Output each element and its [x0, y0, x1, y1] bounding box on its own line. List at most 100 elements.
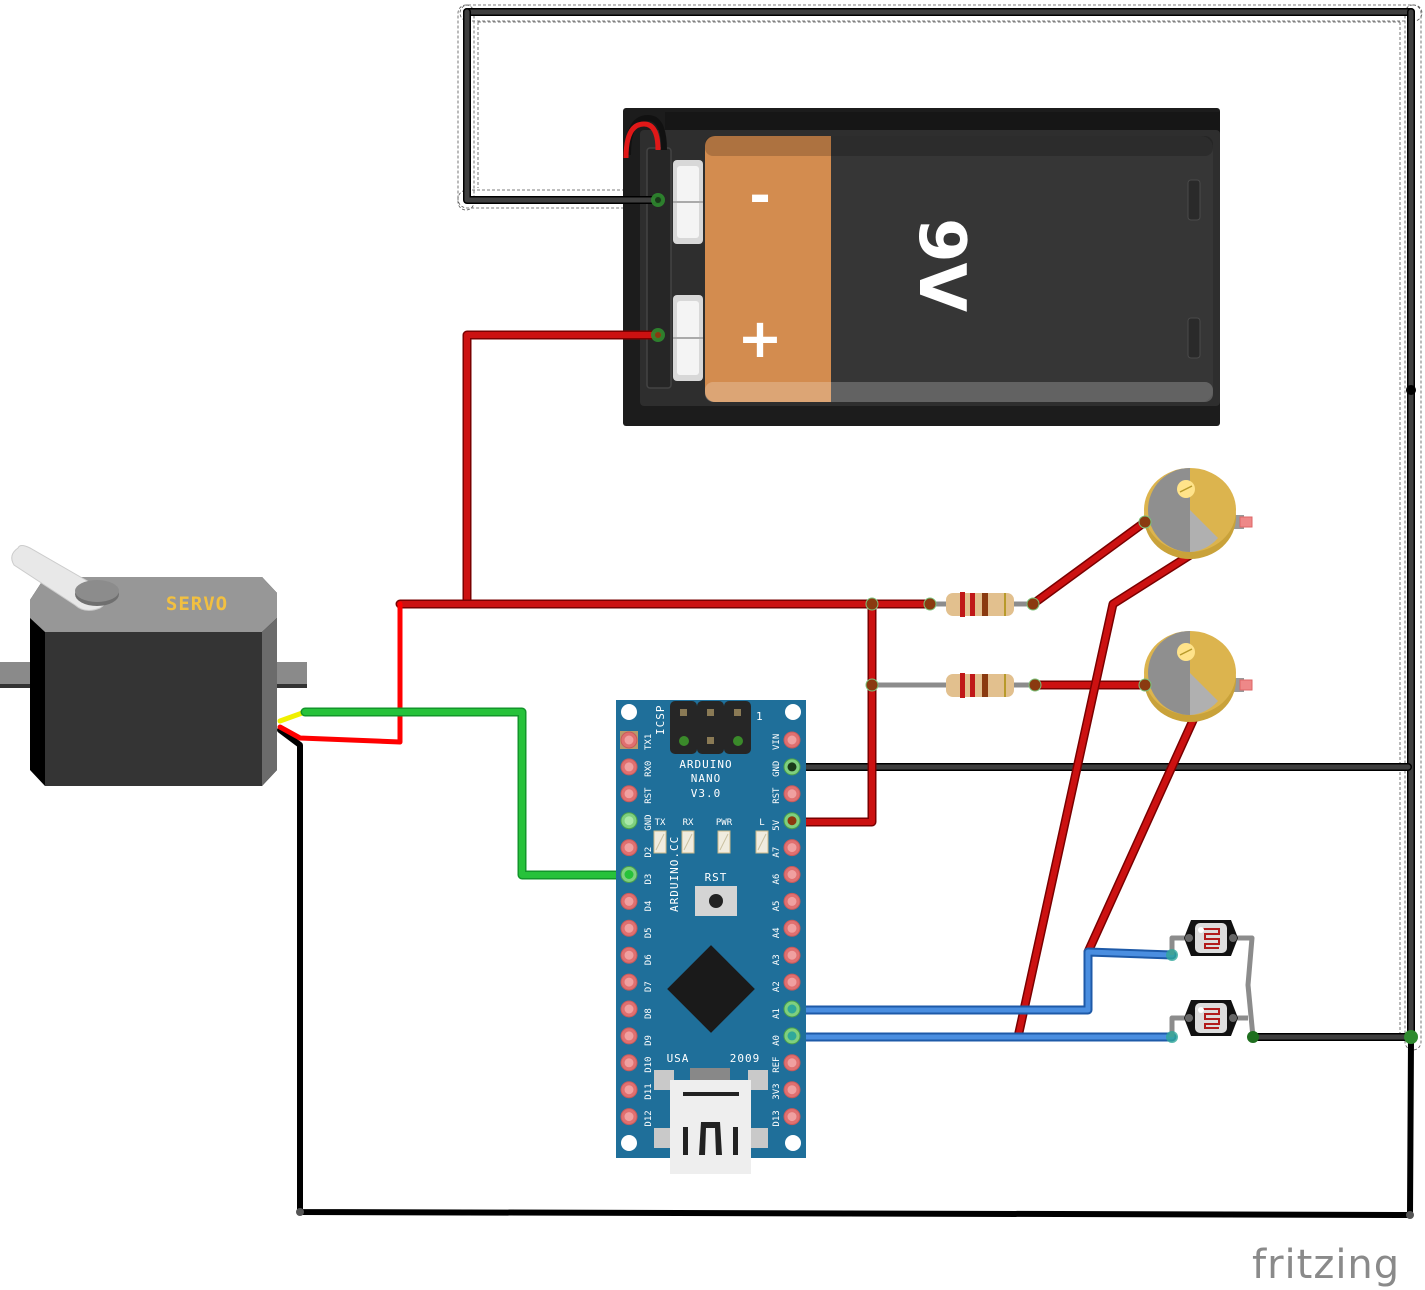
- pin-label: 5V: [772, 819, 782, 830]
- pin-rst[interactable]: RST: [772, 785, 801, 804]
- pin-a1[interactable]: A1: [772, 1000, 801, 1019]
- led-label: PWR: [716, 818, 733, 828]
- pin-a5[interactable]: A5: [772, 892, 801, 911]
- pin-d3[interactable]: D3: [620, 866, 654, 885]
- pin-a7[interactable]: A7: [772, 839, 801, 858]
- led-label: RX: [683, 818, 694, 828]
- pin-a6[interactable]: A6: [772, 866, 801, 885]
- analog-wires[interactable]: [785, 947, 1177, 1042]
- selection-outline: [457, 4, 1423, 1051]
- microcontroller-chip: [667, 945, 755, 1033]
- pin-d7[interactable]: D7: [620, 973, 654, 992]
- pin-d8[interactable]: D8: [620, 1000, 654, 1019]
- status-leds: TX RX PWR L: [653, 818, 769, 854]
- usb-connector: [654, 1068, 768, 1174]
- power-wires[interactable]: [277, 330, 1200, 1042]
- pin-d12[interactable]: D12: [620, 1108, 654, 1127]
- pin-label: RX0: [644, 761, 654, 777]
- pin-label: D4: [644, 901, 654, 912]
- potentiometer-2[interactable]: [1144, 631, 1253, 722]
- pin-label: D6: [644, 954, 654, 965]
- pin-label: D5: [644, 927, 654, 938]
- led-label: L: [759, 818, 764, 828]
- board-site-label: ARDUINO.CC: [668, 836, 681, 912]
- board-name-line1: ARDUINO: [679, 758, 732, 771]
- pin-label: RST: [644, 787, 654, 804]
- pin-label: A2: [772, 981, 782, 992]
- battery-9v[interactable]: - + 9V: [623, 108, 1220, 426]
- pin-vin[interactable]: VIN: [772, 731, 801, 750]
- board-year-label: 2009: [730, 1052, 761, 1065]
- pin-d4[interactable]: D4: [620, 892, 654, 912]
- pin-gnd[interactable]: GND: [620, 812, 654, 831]
- pin-gnd[interactable]: GND: [772, 758, 801, 777]
- connection-points: [651, 193, 1418, 1044]
- pin-a3[interactable]: A3: [772, 946, 801, 965]
- photoresistor-1[interactable]: [1184, 920, 1238, 956]
- pin-d2[interactable]: D2: [620, 839, 654, 858]
- photoresistor-2[interactable]: [1184, 1000, 1238, 1036]
- pin-d13[interactable]: D13: [772, 1108, 801, 1127]
- led-pwr: PWR: [716, 818, 733, 854]
- pin-label: D8: [644, 1008, 654, 1019]
- pin-label: D10: [644, 1057, 654, 1073]
- pin-ref[interactable]: REF: [772, 1054, 801, 1073]
- led-label: TX: [655, 818, 666, 828]
- battery-terminal-negative: [673, 160, 703, 244]
- resistor-1[interactable]: [930, 592, 1033, 617]
- pin-rst[interactable]: RST: [620, 785, 654, 804]
- battery-plus-label: +: [737, 307, 782, 370]
- ground-wires[interactable]: [277, 8, 1416, 1219]
- pin-5v[interactable]: 5V: [772, 812, 801, 831]
- pin-label: 3V3: [772, 1083, 782, 1099]
- icsp-pin1-label: 1: [756, 710, 764, 723]
- pin-label: TX1: [644, 734, 654, 750]
- servo-label: SERVO: [166, 593, 228, 615]
- pin-rx0[interactable]: RX0: [620, 758, 654, 777]
- pin-label: GND: [644, 814, 654, 830]
- pin-label: D13: [772, 1110, 782, 1126]
- pin-label: D2: [644, 847, 654, 858]
- pin-3v3[interactable]: 3V3: [772, 1081, 801, 1100]
- pin-label: D11: [644, 1083, 654, 1099]
- pin-a4[interactable]: A4: [772, 919, 801, 938]
- pin-label: A4: [772, 927, 782, 938]
- pin-d6[interactable]: D6: [620, 946, 654, 965]
- pin-label: A0: [772, 1035, 782, 1046]
- pin-label: A6: [772, 874, 782, 885]
- pin-a2[interactable]: A2: [772, 973, 801, 992]
- servo-motor[interactable]: SERVO: [0, 545, 307, 787]
- pin-label: GND: [772, 761, 782, 777]
- fritzing-logo: fritzing: [1252, 1242, 1400, 1288]
- led-tx: TX: [653, 818, 667, 854]
- battery-minus-label: -: [749, 166, 771, 226]
- pin-d5[interactable]: D5: [620, 919, 654, 938]
- potentiometer-1[interactable]: [1144, 468, 1253, 559]
- icsp-label: ICSP: [654, 705, 667, 736]
- pin-tx1[interactable]: TX1: [620, 731, 654, 750]
- pin-d10[interactable]: D10: [620, 1054, 654, 1073]
- pin-label: A7: [772, 847, 782, 858]
- pin-label: D9: [644, 1035, 654, 1046]
- led-rx: RX: [681, 818, 695, 854]
- pin-label: REF: [772, 1057, 782, 1073]
- pin-d9[interactable]: D9: [620, 1027, 654, 1046]
- reset-label: RST: [705, 871, 728, 884]
- icsp-header: ICSP 1: [654, 701, 764, 754]
- reset-button-cap[interactable]: [709, 894, 723, 908]
- pin-label: VIN: [772, 734, 782, 750]
- pin-label: D7: [644, 981, 654, 992]
- pin-a0[interactable]: A0: [772, 1027, 801, 1046]
- led-l: L: [755, 818, 769, 854]
- pin-d11[interactable]: D11: [620, 1081, 654, 1100]
- pin-label: D3: [644, 874, 654, 885]
- battery-voltage-label: 9V: [904, 218, 978, 313]
- servo-signal-wire[interactable]: [277, 707, 633, 880]
- resistor-2[interactable]: [872, 673, 1035, 698]
- board-origin-label: USA: [667, 1052, 690, 1065]
- pin-label: RST: [772, 787, 782, 804]
